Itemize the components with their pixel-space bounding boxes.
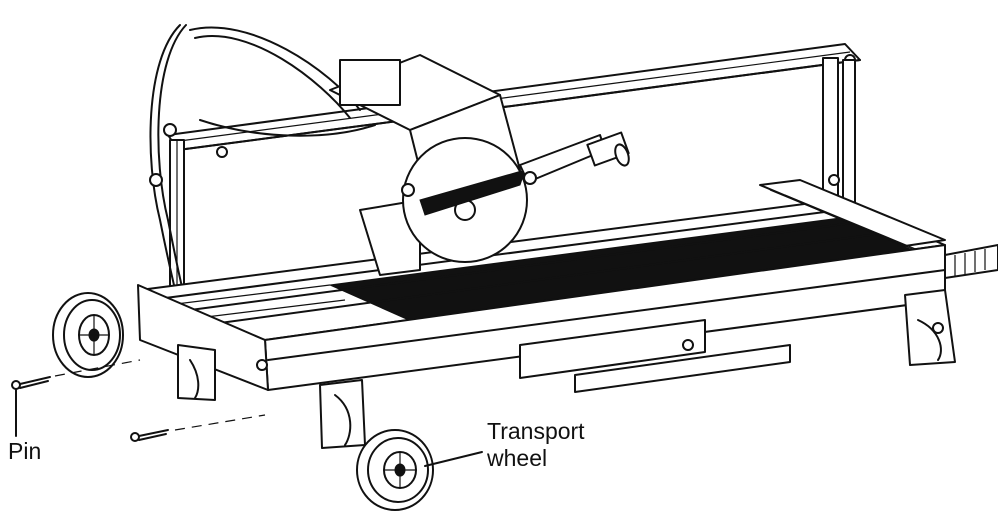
left-leg [177,344,216,401]
water-hoses [149,24,376,311]
pin-label: Pin [8,438,42,464]
left-transport-wheel [52,292,124,378]
right-leg [904,289,956,366]
saw-head [329,54,630,276]
transport-wheel-leader [424,451,483,467]
transport-wheel-label-line1: Transport [487,418,585,444]
cutting-table [139,199,946,341]
saw-frame [137,244,946,393]
right-handle [944,244,998,279]
pin-left [11,359,141,437]
side-guide [759,179,946,256]
pin-front [130,414,266,442]
overhead-rail [167,43,861,158]
front-transport-wheel [356,429,434,511]
transport-wheel-label-line2: wheel [487,445,548,471]
front-leg [319,379,366,449]
transport-wheel-label: Transport wheel [487,418,585,472]
rear-post-right [822,57,856,219]
